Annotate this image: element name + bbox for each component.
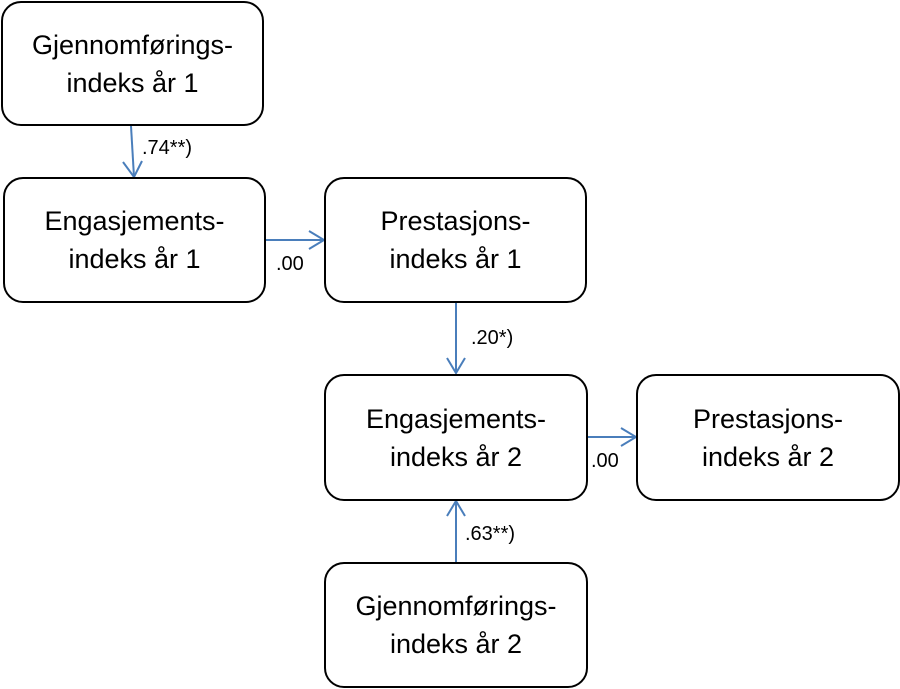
edge-label-e2-p2: .00 (591, 450, 619, 472)
node-label-line1: Prestasjons- (380, 206, 531, 236)
node-gjennomforing-1: Gjennomførings- indeks år 1 (1, 1, 264, 126)
node-label-line1: Prestasjons- (692, 403, 844, 434)
node-prestasjon-2: Prestasjons- indeks år 2 (636, 374, 900, 501)
node-label-line2: indeks år 2 (389, 629, 523, 659)
arrow-g1-e1 (122, 125, 143, 179)
node-engasjement-2: Engasjements- indeks år 2 (324, 374, 588, 501)
edge-label-g1-e1: .74**) (142, 137, 193, 159)
node-label-line1: Engasjements- (365, 403, 547, 434)
edge-label-p1-e2: .20*) (471, 327, 514, 349)
node-label-line1: Gjennomførings- (355, 591, 557, 621)
edge-label-g2-e2: .63**) (465, 523, 516, 545)
node-label-line2: indeks år 1 (389, 244, 522, 274)
node-prestasjon-1: Prestasjons- indeks år 1 (324, 177, 587, 303)
node-label-line2: indeks år 2 (701, 441, 835, 472)
arrow-g2-e2 (446, 499, 466, 564)
node-label-line1: Engasjements- (44, 206, 225, 236)
node-label-line2: indeks år 1 (68, 244, 201, 274)
node-label-line2: indeks år 2 (389, 441, 523, 472)
arrow-e2-p2 (588, 427, 638, 447)
edge-label-e1-p1: .00 (276, 253, 304, 275)
node-label-line2: indeks år 1 (66, 67, 199, 98)
node-label-line1: Gjennomførings- (31, 29, 234, 60)
node-engasjement-1: Engasjements- indeks år 1 (3, 177, 266, 303)
arrow-e1-p1 (266, 230, 326, 250)
node-gjennomforing-2: Gjennomførings- indeks år 2 (324, 562, 588, 688)
arrow-p1-e2 (446, 302, 466, 375)
